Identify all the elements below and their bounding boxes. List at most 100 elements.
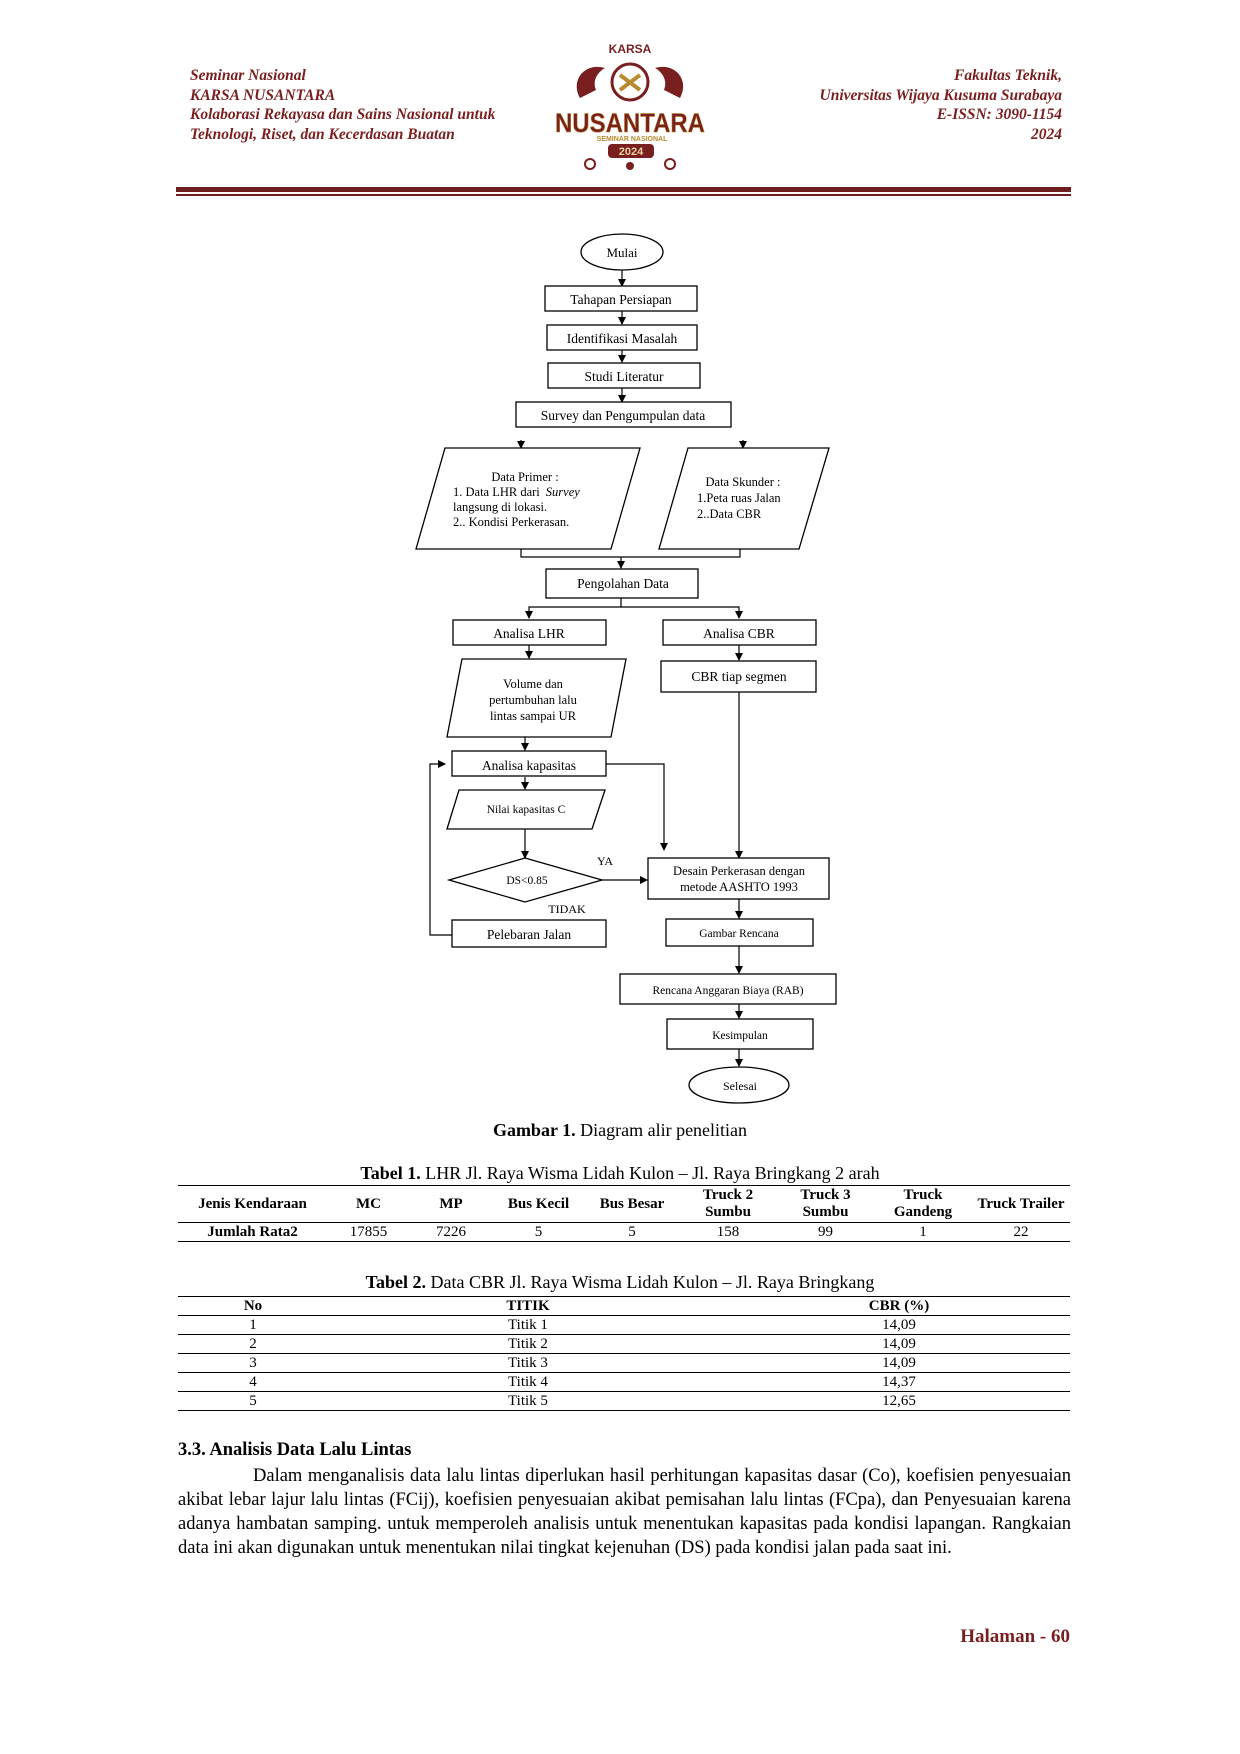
end-terminal <box>688 1066 790 1104</box>
nilai-c-shape <box>446 789 606 830</box>
flow-label: pertumbuhan lalu <box>489 693 578 707</box>
table-cell: 22 <box>1013 1224 1029 1240</box>
header-right-line: E-ISSN: 3090-1154 <box>936 106 1062 123</box>
flow-label: Survey dan Pengumpulan data <box>541 408 706 423</box>
data-primer-shape <box>415 447 641 550</box>
table-header-row: No TITIK CBR (%) <box>178 1296 1070 1316</box>
table-cell: 3 <box>178 1353 328 1373</box>
research-flowchart: Mulai Tahapan Persiapan Identifikasi Mas… <box>415 233 837 1104</box>
table-cell: 1 <box>919 1224 927 1240</box>
header-right-line: Universitas Wijaya Kusuma Surabaya <box>819 86 1062 104</box>
step-identifikasi <box>546 324 698 351</box>
table1-caption-label: Tabel 1. <box>360 1163 421 1183</box>
table-cell: 17855 <box>349 1224 388 1240</box>
table-cell: 158 <box>716 1224 740 1240</box>
flow-label: Mulai <box>606 245 637 260</box>
flow-label: Desain Perkerasan dengan <box>673 864 806 878</box>
flow-label: TIDAK <box>548 902 586 916</box>
table-cell: 99 <box>818 1224 833 1240</box>
table-cell: Titik 3 <box>328 1353 728 1373</box>
table-header-cell: MP <box>439 1195 463 1212</box>
flow-label: Nilai kapasitas C <box>487 804 566 816</box>
flow-label: Volume dan <box>503 677 564 691</box>
decision-ds <box>446 857 605 903</box>
table-cell: 14,09 <box>728 1334 1070 1354</box>
flow-label: Gambar Rencana <box>699 928 779 940</box>
table-cell: Titik 4 <box>328 1372 728 1392</box>
table-header-cell: Bus Besar <box>599 1195 665 1212</box>
table-cell: 1 <box>178 1315 328 1335</box>
table-cell: Titik 5 <box>328 1391 728 1411</box>
logo-main-text: NUSANTARA <box>555 108 705 138</box>
step-analisa-kapasitas <box>451 750 607 777</box>
table-cell: Jumlah Rata2 <box>207 1224 298 1240</box>
header-right-line: Fakultas Teknik, <box>954 67 1062 84</box>
header-left-line: Teknologi, Riset, dan Kecerdasan Buatan <box>190 125 455 143</box>
flow-label: Analisa LHR <box>493 626 565 641</box>
flow-label: Pengolahan Data <box>577 576 669 591</box>
step-desain <box>647 857 830 900</box>
header-left-line: Seminar Nasional <box>190 67 306 84</box>
flow-label: DS<0.85 <box>506 875 548 887</box>
step-studi-literatur <box>547 362 701 389</box>
section-body: Dalam menganalisis data lalu lintas dipe… <box>178 1464 1071 1560</box>
table2-caption-text: Data CBR Jl. Raya Wisma Lidah Kulon – Jl… <box>425 1272 875 1292</box>
step-analisa-lhr <box>452 619 607 646</box>
flow-label: Rencana Anggaran Biaya (RAB) <box>652 985 803 997</box>
flow-label: Identifikasi Masalah <box>567 331 678 346</box>
table-lhr: Jenis Kendaraan MC MP Bus Kecil Bus Besa… <box>178 1185 1070 1242</box>
step-gambar-rencana <box>665 918 814 947</box>
flow-label: Data Primer : <box>491 470 558 484</box>
header-rule-thick <box>176 187 1071 192</box>
flow-label: Kesimpulan <box>712 1030 768 1042</box>
flow-label: YA <box>597 854 613 868</box>
table-cell: 5 <box>178 1391 328 1411</box>
flow-label: Selesai <box>723 1079 758 1093</box>
header-left-line: Kolaborasi Rekayasa dan Sains Nasional u… <box>190 106 496 123</box>
flow-label: Survey <box>546 485 580 499</box>
header-left-line: KARSA NUSANTARA <box>190 86 336 104</box>
table1-caption-text: LHR Jl. Raya Wisma Lidah Kulon – Jl. Ray… <box>420 1163 880 1183</box>
table-cell: 12,65 <box>728 1391 1070 1411</box>
ornament-left-icon <box>576 66 605 98</box>
table1-caption: Tabel 1. LHR Jl. Raya Wisma Lidah Kulon … <box>0 1163 1240 1184</box>
step-pengolahan <box>545 568 699 599</box>
table-cell: 14,09 <box>728 1315 1070 1335</box>
flow-label: lintas sampai UR <box>490 709 577 723</box>
section-paragraph: Dalam menganalisis data lalu lintas dipe… <box>178 1466 1071 1558</box>
table2-caption: Tabel 2. Data CBR Jl. Raya Wisma Lidah K… <box>0 1272 1240 1293</box>
ornament-right-icon <box>655 66 684 98</box>
flow-label: Analisa CBR <box>703 626 775 641</box>
table-cell: 2 <box>178 1334 328 1354</box>
flowchart-connectors <box>429 270 747 1067</box>
emblem-icon <box>610 62 650 102</box>
table-header-cell: TITIK <box>506 1298 550 1314</box>
step-pelebaran <box>451 919 607 948</box>
table-cell: Titik 1 <box>328 1315 728 1335</box>
table-header-cell: No <box>243 1298 263 1314</box>
flowchart-labels: Mulai Tahapan Persiapan Identifikasi Mas… <box>453 245 806 1093</box>
figure-caption-label: Gambar 1. <box>492 1120 576 1140</box>
flow-label: 1.Peta ruas Jalan <box>697 491 781 505</box>
table-header-cell: Truck 2 Sumbu <box>702 1187 754 1220</box>
table-cell: 5 <box>628 1224 636 1240</box>
table-header-cell: Truck Gandeng <box>893 1187 953 1220</box>
step-persiapan <box>544 285 698 312</box>
page-number: Halaman - 60 <box>960 1626 1070 1647</box>
table-cell: Titik 2 <box>328 1334 728 1354</box>
header-right-line: 2024 <box>1031 125 1062 143</box>
flow-label: 2..Data CBR <box>697 507 762 521</box>
data-skunder-shape <box>658 447 830 550</box>
table-cell: 14,37 <box>728 1372 1070 1392</box>
flow-label: Analisa kapasitas <box>482 758 576 773</box>
flow-label: CBR tiap segmen <box>691 669 786 684</box>
flow-label: Tahapan Persiapan <box>570 292 672 307</box>
step-rab <box>619 973 837 1005</box>
header-left: Seminar Nasional KARSA NUSANTARA Kolabor… <box>190 66 495 144</box>
